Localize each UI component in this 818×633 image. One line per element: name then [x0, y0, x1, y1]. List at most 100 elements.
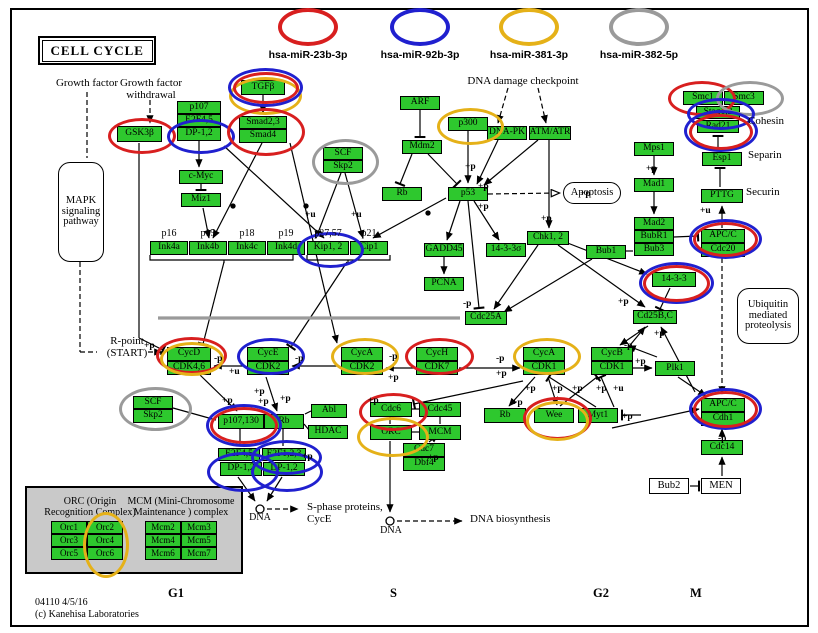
- node-cdk2[interactable]: CDK2: [247, 361, 289, 375]
- node-orc3[interactable]: Orc3: [51, 534, 87, 547]
- node-scf[interactable]: SCF: [323, 147, 363, 160]
- node-pttg[interactable]: PTTG: [701, 189, 743, 203]
- node-cdk4-6[interactable]: CDK4,6: [167, 361, 211, 375]
- node-cdc20[interactable]: Cdc20: [701, 243, 745, 257]
- node-c-myc[interactable]: c-Myc: [179, 170, 223, 184]
- node-cdc25a[interactable]: Cdc25A: [465, 311, 507, 325]
- node-orc5[interactable]: Orc5: [51, 547, 87, 560]
- node-cdk2[interactable]: CDK2: [341, 361, 383, 375]
- node-cdk1[interactable]: CDK1: [591, 361, 633, 375]
- node-e2f4-5[interactable]: E2F4,5: [177, 114, 221, 127]
- node-arf[interactable]: ARF: [400, 96, 440, 110]
- node-cdc14[interactable]: Cdc14: [701, 440, 743, 455]
- node-dna-pk[interactable]: DNA-PK: [487, 126, 527, 140]
- node-rb[interactable]: Rb: [382, 187, 422, 201]
- node-gsk3[interactable]: GSK3β: [117, 126, 162, 142]
- node-rb[interactable]: Rb: [484, 408, 526, 423]
- node-cych[interactable]: CycH: [416, 347, 458, 361]
- node-esp1[interactable]: Esp1: [702, 152, 742, 166]
- node-orc1[interactable]: Orc1: [51, 521, 87, 534]
- node-chk1-2[interactable]: Chk1, 2: [527, 231, 569, 245]
- node-miz1[interactable]: Miz1: [181, 193, 221, 207]
- node-gadd45[interactable]: GADD45: [424, 243, 464, 257]
- node-apc-c[interactable]: APC/C: [701, 229, 745, 243]
- node-wee[interactable]: Wee: [534, 408, 574, 423]
- node-smad2-3[interactable]: Smad2,3: [239, 116, 287, 129]
- node-mcm3[interactable]: Mcm3: [181, 521, 217, 534]
- node-bub3[interactable]: Bub3: [634, 243, 674, 256]
- node-cdk7[interactable]: CDK7: [416, 361, 458, 375]
- node-smc1[interactable]: Smc1: [683, 91, 723, 105]
- node-mcm2[interactable]: Mcm2: [145, 521, 181, 534]
- node-kip1-2[interactable]: Kip1, 2: [307, 241, 349, 255]
- legend-mir-92b[interactable]: hsa-miR-92b-3p: [365, 8, 475, 61]
- node-mps1[interactable]: Mps1: [634, 142, 674, 156]
- node-cdc6[interactable]: Cdc6: [370, 402, 412, 417]
- node-bub2[interactable]: Bub2: [649, 478, 689, 494]
- node-rad21[interactable]: Rad21: [697, 120, 739, 133]
- node-mcm5[interactable]: Mcm5: [181, 534, 217, 547]
- node-mcm7[interactable]: Mcm7: [181, 547, 217, 560]
- node-ink4b[interactable]: Ink4b: [189, 241, 227, 255]
- node-smad4[interactable]: Smad4: [239, 129, 287, 143]
- node-ink4a[interactable]: Ink4a: [150, 241, 188, 255]
- node-cycd[interactable]: CycD: [167, 347, 211, 361]
- node-dp-1-2[interactable]: DP-1,2: [220, 462, 262, 476]
- node-men[interactable]: MEN: [701, 478, 741, 494]
- node-orc6[interactable]: Orc6: [87, 547, 123, 560]
- node-myt1[interactable]: Myt1: [578, 408, 618, 423]
- node-atm-atr[interactable]: ATM/ATR: [529, 126, 571, 140]
- node-mdm2[interactable]: Mdm2: [402, 140, 442, 154]
- legend-mir-381[interactable]: hsa-miR-381-3p: [474, 8, 584, 61]
- node-stag1-2[interactable]: Stag1,2: [696, 106, 740, 119]
- node-p107[interactable]: p107: [177, 101, 221, 114]
- node-smc3[interactable]: Smc3: [724, 91, 764, 105]
- edge-tag-p: +p: [654, 329, 665, 339]
- node-mcm[interactable]: MCM: [419, 425, 461, 440]
- node-p300[interactable]: p300: [448, 117, 488, 131]
- node-abl[interactable]: Abl: [311, 404, 347, 418]
- node-hdac[interactable]: HDAC: [308, 425, 348, 439]
- node-dbf4[interactable]: Dbf4: [403, 457, 445, 471]
- node-dp-1-2[interactable]: DP-1,2: [177, 127, 221, 141]
- node-mad1[interactable]: Mad1: [634, 178, 674, 192]
- node-dp-1-2[interactable]: DP-1,2: [263, 462, 305, 476]
- node-tgf[interactable]: TGFβ: [241, 80, 285, 95]
- node-pcna[interactable]: PCNA: [424, 277, 464, 291]
- node-mcm6[interactable]: Mcm6: [145, 547, 181, 560]
- node-cdh1[interactable]: Cdh1: [701, 412, 745, 426]
- node-plk1[interactable]: Plk1: [655, 361, 695, 376]
- node-cdk1[interactable]: CDK1: [523, 361, 565, 375]
- node-ink4c[interactable]: Ink4c: [228, 241, 266, 255]
- legend-mir-23b[interactable]: hsa-miR-23b-3p: [253, 8, 363, 61]
- legend-label: hsa-miR-382-5p: [599, 49, 679, 61]
- node-orc2[interactable]: Orc2: [87, 521, 123, 534]
- node-mad2[interactable]: Mad2: [634, 217, 674, 230]
- node-orc[interactable]: ORC: [370, 425, 412, 440]
- node-apc-c[interactable]: APC/C: [701, 398, 745, 412]
- node-bubr1[interactable]: BubR1: [634, 230, 674, 243]
- node-cd25b-c[interactable]: Cd25B,C: [633, 310, 677, 324]
- node-skp2[interactable]: Skp2: [323, 160, 363, 173]
- node-p107-130[interactable]: p107,130: [218, 414, 264, 429]
- legend-mir-382[interactable]: hsa-miR-382-5p: [584, 8, 694, 61]
- node-cyce[interactable]: CycE: [247, 347, 289, 361]
- node-cyca[interactable]: CycA: [523, 347, 565, 361]
- node-e2f4-5[interactable]: E2F4,5: [218, 448, 260, 461]
- node-cdc45[interactable]: Cdc45: [419, 402, 461, 417]
- node-scf[interactable]: SCF: [133, 396, 173, 409]
- node-cycb[interactable]: CycB: [591, 347, 633, 361]
- node-p53[interactable]: p53: [448, 187, 488, 201]
- node-skp2[interactable]: Skp2: [133, 409, 173, 423]
- orc-mcm-complex-box: ORC (Origin Recognition Complex) MCM (Mi…: [25, 486, 243, 574]
- node-cip1[interactable]: Cip1: [350, 241, 388, 255]
- node-14-3-3[interactable]: 14-3-3σ: [486, 243, 526, 257]
- node-14-3-3[interactable]: 14-3-3: [652, 272, 696, 287]
- node-mcm4[interactable]: Mcm4: [145, 534, 181, 547]
- node-orc4[interactable]: Orc4: [87, 534, 123, 547]
- node-cyca[interactable]: CycA: [341, 347, 383, 361]
- node-ink4d[interactable]: Ink4d: [267, 241, 305, 255]
- node-bub1[interactable]: Bub1: [586, 245, 626, 259]
- node-rb[interactable]: Rb: [264, 414, 304, 429]
- node-e2f1-2-3[interactable]: E2F1,2,3: [262, 448, 306, 461]
